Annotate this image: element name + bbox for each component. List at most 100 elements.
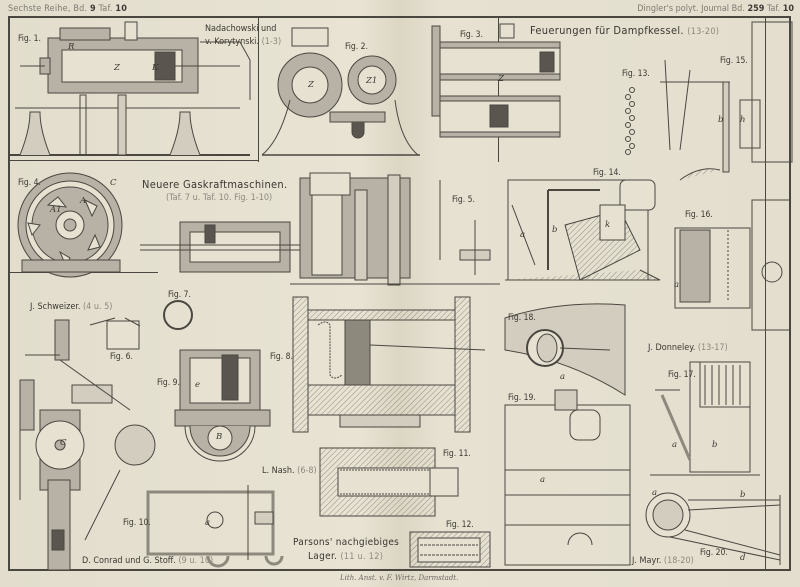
bearing-title-ref: (11 u. 12) — [340, 552, 384, 562]
bearing-section-title-line1: Parsons' nachgiebiges — [293, 537, 400, 548]
attribution-ref: (6-8) — [297, 466, 317, 476]
fig6-drawing — [89, 317, 141, 350]
attribution-ref: (13-17) — [697, 343, 728, 353]
attribution-ref: (4 u. 5) — [83, 302, 113, 312]
attribution-ref: (1-3) — [261, 37, 282, 47]
figure-label-18: Fig. 18. — [508, 313, 536, 323]
part-letter: Z — [114, 63, 120, 73]
figure-label-20: Fig. 20. — [700, 548, 728, 558]
boilers-title-text: Feuerungen für Dampfkessel. — [530, 24, 684, 37]
part-letter: C — [60, 438, 67, 448]
figure-label-11: Fig. 11. — [443, 449, 471, 459]
attribution-nadachowski-line2: v. Korytynski. (1-3) — [205, 37, 281, 47]
attribution-mayr: J. Mayr. (18-20) — [632, 556, 694, 566]
attribution-conrad-stoff: D. Conrad und G. Stoff. (9 u. 10) — [82, 556, 213, 566]
fig17-drawing — [650, 361, 760, 476]
fig20-drawing — [645, 492, 781, 565]
attribution-schweizer: J. Schweizer. (4 u. 5) — [30, 302, 112, 312]
part-letter: b — [712, 440, 718, 450]
fig7-drawing — [163, 300, 193, 330]
divider-line — [498, 16, 499, 162]
series-volume: 9 — [90, 4, 96, 14]
fig12-drawing — [409, 531, 491, 568]
figure-label-12: Fig. 12. — [446, 520, 474, 530]
attribution-nadachowski-line1: Nadachowski und — [205, 24, 277, 34]
fig16-drawing — [674, 199, 791, 331]
figure-label-3: Fig. 3. — [460, 30, 483, 40]
lithographer-credit: Lith. Anst. v. F. Wirtz, Darmstadt. — [340, 574, 459, 582]
gas-engines-section-ref: (Taf. 7 u. Taf. 10. Fig. 1-10) — [166, 193, 273, 203]
part-letter: K — [152, 63, 159, 73]
attribution-name: J. Mayr. — [632, 556, 662, 566]
part-letter: Z1 — [366, 76, 378, 86]
fig1-drawing — [10, 21, 251, 156]
part-letter: a — [672, 440, 678, 450]
attribution-ref: (18-20) — [663, 556, 694, 566]
part-letter: Z — [308, 80, 314, 90]
figure-label-19: Fig. 19. — [508, 393, 536, 403]
attribution-name: D. Conrad und G. Stoff. — [82, 556, 176, 566]
fig9-drawing — [174, 349, 271, 462]
boilers-section-title: Feuerungen für Dampfkessel. (13-20) — [530, 24, 719, 37]
fig4-drawing — [17, 172, 123, 278]
attribution-name: J. Donneley. — [648, 343, 696, 353]
journal-plate-prefix: Taf. — [766, 4, 781, 14]
part-letter: A — [80, 196, 87, 206]
part-letter: a — [652, 488, 658, 498]
series-text: Sechste Reihe, Bd. — [8, 4, 88, 14]
part-letter: b — [718, 115, 724, 125]
figure-label-17: Fig. 17. — [668, 370, 696, 380]
figure-label-16: Fig. 16. — [685, 210, 713, 220]
part-letter: k — [605, 220, 611, 230]
divider-line — [8, 160, 258, 161]
attribution-nash: L. Nash. (6-8) — [262, 466, 317, 476]
boilers-title-ref: (13-20) — [687, 27, 720, 37]
part-letter: a — [674, 280, 680, 290]
figure-label-7: Fig. 7. — [168, 290, 191, 300]
fig10-drawing — [146, 485, 284, 568]
fig11-drawing — [319, 447, 459, 517]
bearing-section-title-line2: Lager. (11 u. 12) — [308, 551, 383, 562]
figure-label-9: Fig. 9. — [157, 378, 180, 388]
part-letter: h — [740, 115, 746, 125]
fig19-drawing — [504, 389, 631, 566]
journal-volume: 259 — [747, 4, 765, 14]
attribution-name: J. Schweizer. — [30, 302, 81, 312]
part-letter: B — [216, 432, 223, 442]
figure-label-8: Fig. 8. — [270, 352, 293, 362]
gas-engines-section-title: Neuere Gaskraftmaschinen. — [142, 178, 288, 191]
figure-label-2: Fig. 2. — [345, 42, 368, 52]
divider-line — [258, 16, 259, 162]
part-letter: b — [740, 490, 746, 500]
journal-text: Dingler's polyt. Journal Bd. — [637, 4, 745, 14]
attribution-name: v. Korytynski. — [205, 37, 259, 47]
part-letter: a — [540, 475, 546, 485]
part-letter: d — [740, 553, 746, 563]
journal-plate-number: 10 — [782, 4, 794, 14]
part-letter: C — [110, 178, 117, 188]
fig18-drawing — [504, 303, 626, 396]
figure-label-1: Fig. 1. — [18, 34, 41, 44]
fig3-drawing — [431, 23, 561, 138]
fig13-drawing — [625, 87, 635, 155]
part-letter: a — [560, 372, 566, 382]
fig15-drawing — [660, 21, 793, 181]
governor-mechanism-drawing — [19, 319, 156, 571]
fig2-drawing — [261, 27, 420, 156]
figure-label-5: Fig. 5. — [452, 195, 475, 205]
attribution-donneley: J. Donneley. (13-17) — [648, 343, 728, 353]
figure-label-6: Fig. 6. — [110, 352, 133, 362]
fig5-drawing — [140, 172, 500, 286]
figure-label-15: Fig. 15. — [720, 56, 748, 66]
journal-header: Dingler's polyt. Journal Bd. 259 Taf. 10 — [637, 4, 794, 14]
part-letter: a — [520, 230, 526, 240]
part-letter: a — [205, 518, 211, 528]
attribution-ref: (9 u. 10) — [178, 556, 214, 566]
divider-line — [765, 16, 766, 571]
figure-label-10: Fig. 10. — [123, 518, 151, 528]
part-letter: Z — [498, 74, 504, 84]
figure-label-14: Fig. 14. — [593, 168, 621, 178]
plate-prefix: Taf. — [98, 4, 113, 14]
